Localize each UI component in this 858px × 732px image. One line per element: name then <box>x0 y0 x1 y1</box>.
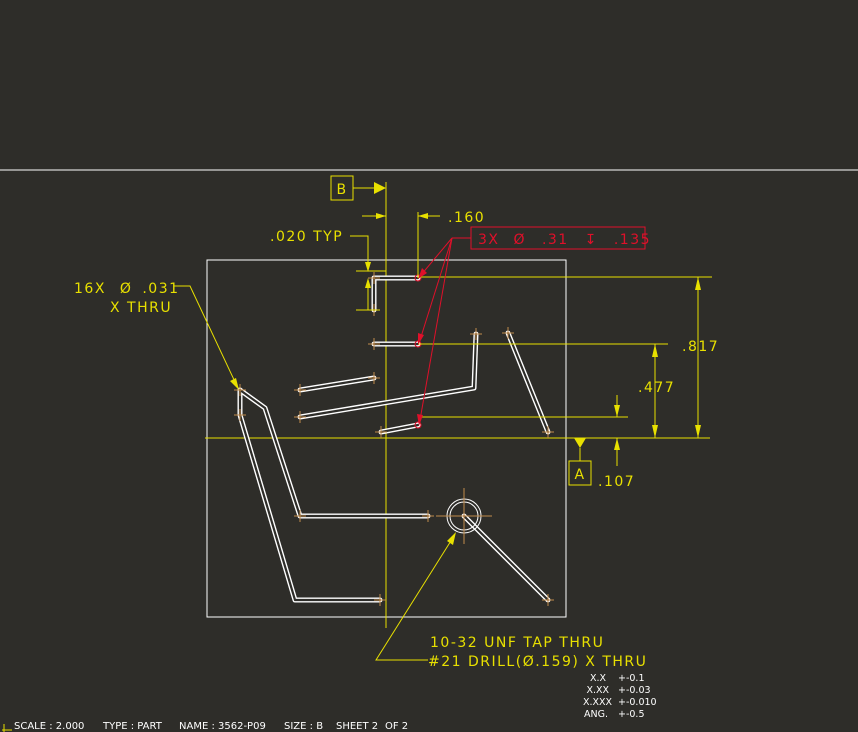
svg-text:+-0.03: +-0.03 <box>618 685 651 696</box>
diameter-symbol: Ø <box>513 232 526 248</box>
status-bar: SCALE : 2.000 TYPE : PART NAME : 3562-P0… <box>2 721 408 732</box>
hole-diameter-symbol: Ø <box>120 281 133 297</box>
dimension-817[interactable] <box>695 277 701 438</box>
tap-callout[interactable]: 10-32 UNF TAP THRU #21 DRILL(Ø.159) X TH… <box>428 635 647 670</box>
datum-b-flag[interactable]: B <box>330 175 386 201</box>
svg-text:+-0.5: +-0.5 <box>618 709 645 720</box>
tolerance-block: X.X +-0.1 X.XX +-0.03 X.XXX +-0.010 ANG.… <box>583 673 657 720</box>
hole-leader <box>174 285 239 390</box>
counterbore-leaders <box>417 237 471 426</box>
svg-text:ANG.: ANG. <box>584 709 608 720</box>
dimension-477[interactable] <box>652 344 658 438</box>
status-name: NAME : 3562-P09 <box>179 721 266 732</box>
counterbore-size: .31 <box>542 232 569 248</box>
depth-symbol: ↧ <box>585 232 598 248</box>
slot-group[interactable] <box>237 275 551 603</box>
datum-a-label: A <box>574 467 585 483</box>
dimension-817-text: .817 <box>682 339 719 355</box>
tap-leader <box>375 532 456 661</box>
counterbore-callout[interactable]: 3X Ø .31 ↧ .135 <box>470 226 651 250</box>
status-sheet: SHEET 2 <box>336 721 378 732</box>
slot-left-lower <box>237 387 383 603</box>
dimension-477-text: .477 <box>638 380 675 396</box>
svg-text:X.XXX: X.XXX <box>583 697 613 708</box>
status-size: SIZE : B <box>284 721 323 732</box>
svg-text:3X Ø .31 ↧: 3X Ø .31 ↧ .135 <box>478 232 651 248</box>
extension-lines <box>356 212 712 418</box>
status-of: OF 2 <box>385 721 408 732</box>
svg-text:+-0.010: +-0.010 <box>618 697 657 708</box>
status-type: TYPE : PART <box>102 721 163 732</box>
datum-b-label: B <box>336 182 347 198</box>
hole-count: 16X <box>74 281 106 297</box>
tap-line-2: #21 DRILL(Ø.159) X THRU <box>428 654 647 670</box>
counterbore-holes[interactable] <box>414 274 422 429</box>
hole-size: .031 <box>142 281 179 297</box>
status-scale: SCALE : 2.000 <box>14 721 84 732</box>
svg-text:X.X: X.X <box>590 673 607 684</box>
dimension-107[interactable] <box>614 395 620 466</box>
counterbore-count: 3X <box>478 232 500 248</box>
dimension-107-text: .107 <box>598 474 635 490</box>
hole-callout[interactable]: 16X Ø .031 X THRU <box>74 281 180 316</box>
dimension-160[interactable] <box>362 213 440 219</box>
datum-a-flag[interactable]: A <box>568 438 592 486</box>
dimension-020-text: .020 TYP <box>270 229 343 245</box>
dimension-020[interactable] <box>350 235 371 310</box>
svg-text:X.XX: X.XX <box>586 685 609 696</box>
slot-inner <box>238 276 550 602</box>
dimension-160-text: .160 <box>448 210 485 226</box>
svg-text:+-0.1: +-0.1 <box>618 673 645 684</box>
tap-line-1: 10-32 UNF TAP THRU <box>430 635 604 651</box>
svg-text:16X Ø .031: 16X Ø .031 <box>74 281 180 297</box>
tapped-hole[interactable] <box>436 488 492 544</box>
hole-thru-text: X THRU <box>110 300 172 316</box>
counterbore-depth: .135 <box>614 232 651 248</box>
